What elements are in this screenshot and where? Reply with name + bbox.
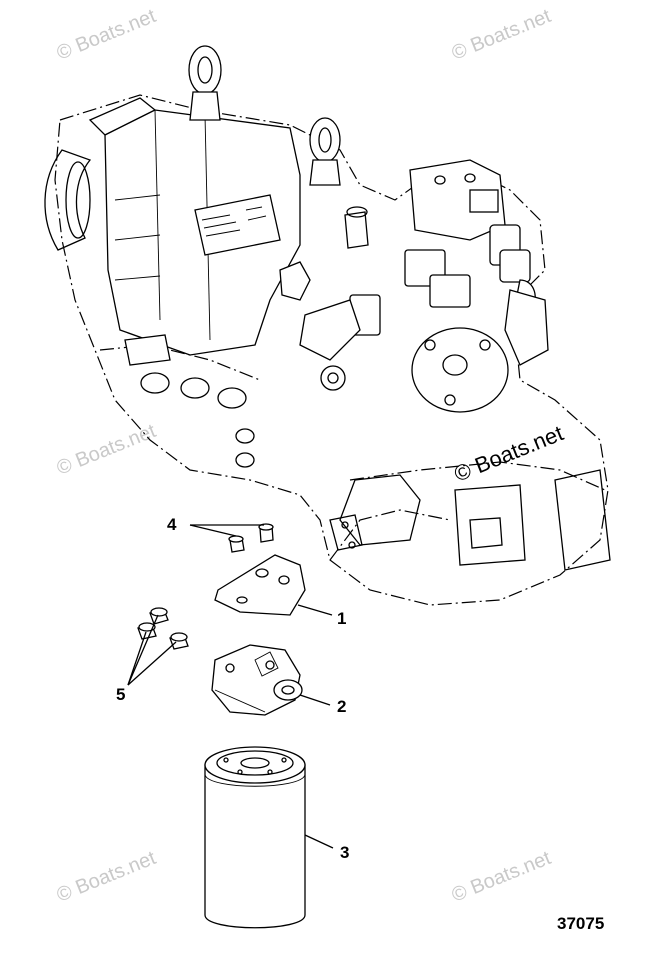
watermark-top-right: © Boats.net — [449, 5, 555, 65]
watermark-top-left: © Boats.net — [54, 5, 160, 65]
watermark-mid-left: © Boats.net — [54, 420, 160, 480]
callout-4: 4 — [167, 515, 177, 534]
leader-lines — [127, 524, 334, 849]
callout-1: 1 — [337, 609, 346, 628]
engine-assembly-drawing — [44, 45, 611, 606]
part-3-filter-element — [204, 746, 306, 929]
watermark-main: © Boats.net — [451, 420, 567, 486]
leader-3 — [304, 834, 334, 849]
leader-5b — [127, 631, 147, 686]
watermark-bottom-left: © Boats.net — [54, 847, 160, 907]
part-2-filter-head — [211, 644, 303, 716]
callout-3: 3 — [340, 843, 349, 862]
callout-2: 2 — [337, 697, 346, 716]
callout-5: 5 — [116, 685, 125, 704]
figure-number: 37075 — [557, 914, 604, 933]
part-4-cap-screws — [228, 523, 274, 553]
watermark-bottom-right: © Boats.net — [449, 847, 555, 907]
leader-5a — [127, 614, 159, 686]
leader-5c — [127, 641, 177, 686]
part-5-nuts — [137, 607, 189, 650]
part-1-filter-bracket — [214, 554, 306, 616]
leader-1 — [297, 604, 333, 616]
leader-4a — [189, 524, 237, 537]
leader-2 — [299, 694, 331, 706]
